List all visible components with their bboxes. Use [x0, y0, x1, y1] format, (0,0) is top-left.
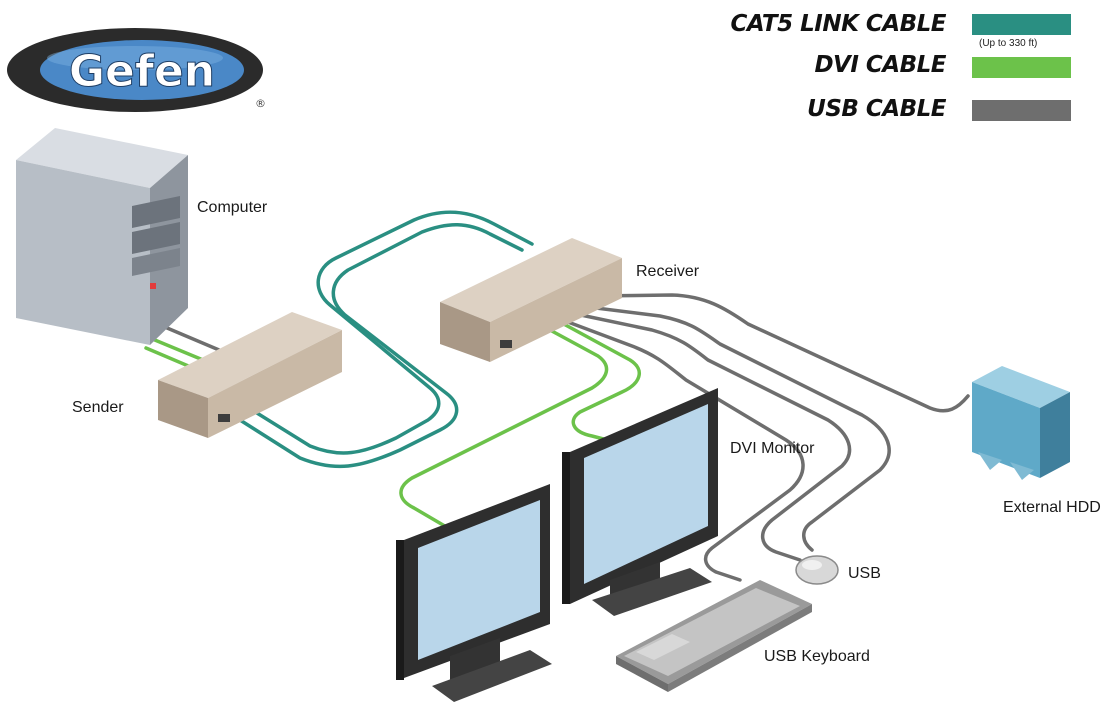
label-sender: Sender — [72, 399, 124, 416]
legend-label-cat5: CAT5 LINK CABLE — [730, 11, 946, 37]
logo-wordmark: Gefen — [69, 46, 215, 97]
gefen-logo: Gefen ® — [7, 28, 266, 112]
cat5-cable-upper — [238, 223, 524, 469]
label-computer: Computer — [197, 199, 268, 216]
cat5-cables — [238, 210, 534, 469]
dvi-monitor-left — [396, 484, 552, 702]
legend-label-usb: USB CABLE — [807, 96, 946, 122]
label-usb-keyboard: USB Keyboard — [764, 648, 870, 665]
dvi-monitor-right — [562, 388, 718, 616]
usb-cable-mouse-1 — [578, 304, 891, 552]
usb-cable-mouse-2 — [574, 312, 852, 562]
legend-swatch-usb — [972, 100, 1071, 121]
legend-note-cat5: (Up to 330 ft) — [979, 38, 1038, 49]
cat5-cable-lower — [250, 210, 534, 455]
registered-mark: ® — [255, 97, 266, 110]
usb-cables — [158, 293, 970, 582]
usb-mouse — [795, 555, 839, 585]
label-usb-mouse: USB — [848, 565, 881, 582]
sender-extender — [158, 312, 342, 438]
label-external-hdd: External HDD — [1003, 499, 1101, 516]
receiver-extender — [440, 238, 622, 362]
legend-label-dvi: DVI CABLE — [814, 52, 946, 78]
legend-swatch-dvi — [972, 57, 1071, 78]
legend-swatch-cat5 — [972, 14, 1071, 35]
usb-cable-hdd — [588, 293, 970, 413]
computer-tower — [16, 128, 188, 345]
dvi-cable-monitor-2 — [558, 320, 641, 444]
usb-cable-keyboard — [566, 320, 805, 582]
usb-keyboard — [616, 580, 812, 692]
label-receiver: Receiver — [636, 263, 700, 280]
external-hdd — [972, 366, 1070, 480]
dvi-cable-monitor-1 — [399, 328, 609, 534]
label-dvi-monitor: DVI Monitor — [730, 440, 815, 457]
